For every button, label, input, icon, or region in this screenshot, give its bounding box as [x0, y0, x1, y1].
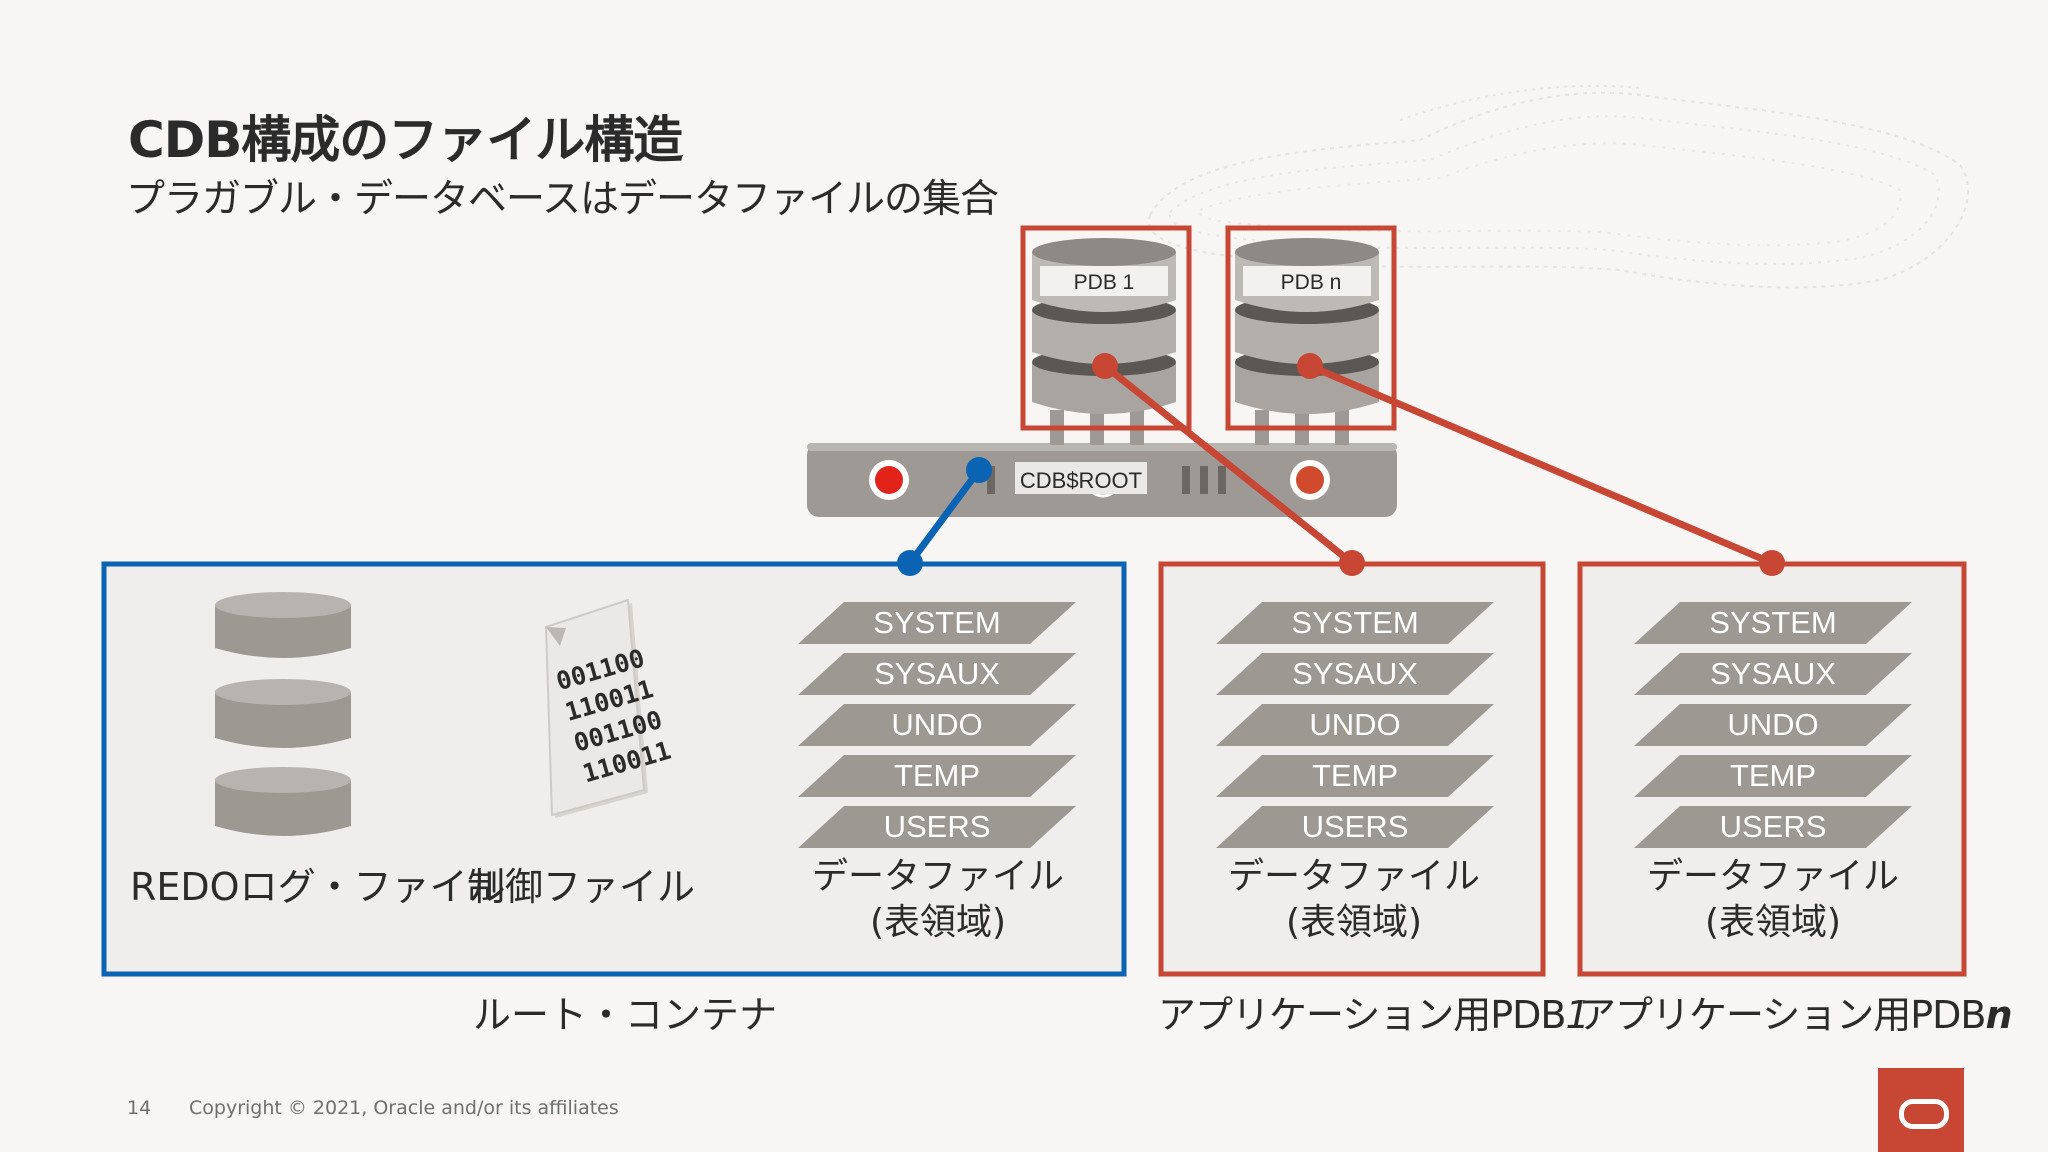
pdbn-datafile-caption-line1: データファイル [1646, 856, 1899, 897]
cdb-root-label: CDB$ROOT [1020, 468, 1142, 493]
app-pdbn-caption-text: アプリケーション用PDB [1578, 993, 1986, 1037]
pdb1-tablespace-temp: TEMP [1312, 758, 1398, 793]
pdbn-tablespace-system: SYSTEM [1709, 605, 1836, 640]
pdbn-tablespace-sysaux: SYSAUX [1710, 656, 1836, 691]
app-pdbn-caption: アプリケーション用PDBn [1578, 984, 2013, 1039]
pdb1-connector-line [1102, 363, 1355, 566]
redo-log-icon [215, 592, 351, 836]
root-tablespace-band [798, 602, 1076, 644]
pdbn-tablespace-band [1634, 704, 1912, 746]
pdbn-tablespace-temp: TEMP [1730, 758, 1816, 793]
page-number: 14 [127, 1097, 152, 1119]
root-status-light-left [875, 466, 903, 494]
pdb1-tablespace-stack: SYSTEM SYSAUX UNDO TEMP USERS [1216, 602, 1494, 848]
pdb1-database-icon [1032, 238, 1176, 445]
root-container-caption: ルート・コンテナ [472, 993, 777, 1037]
oracle-logo-icon [1899, 1099, 1949, 1129]
pdb1-tablespace-sysaux: SYSAUX [1292, 656, 1418, 691]
root-connector-end [897, 550, 923, 576]
pdbn-datafile-caption-line2: (表領域) [1704, 902, 1842, 943]
control-file-caption: 制御ファイル [466, 865, 695, 909]
app-pdb1-caption-text: アプリケーション用PDB [1158, 993, 1566, 1037]
pdb1-tablespace-band [1216, 602, 1494, 644]
page-title: CDB構成のファイル構造 [128, 111, 683, 169]
pdbn-tablespace-band [1634, 755, 1912, 797]
root-datafile-caption-line2: (表領域) [869, 902, 1007, 943]
pdb1-connector-end [1339, 550, 1365, 576]
app-pdb1-caption: アプリケーション用PDB1 [1158, 984, 1590, 1039]
pdb1-datafile-caption-line2: (表領域) [1285, 902, 1423, 943]
pdbn-datafile-caption: データファイル (表領域) [1633, 854, 1913, 946]
pdb1-tablespace-band [1216, 755, 1494, 797]
pdb1-tablespace-band [1216, 806, 1494, 848]
pdbn-tablespace-band [1634, 806, 1912, 848]
root-connector-line [907, 467, 982, 566]
app-pdbn-caption-suffix: n [1985, 993, 2013, 1037]
oracle-logo [1878, 1068, 1964, 1152]
root-tablespace-undo: UNDO [891, 707, 982, 742]
pdbn-connector-line [1308, 362, 1774, 567]
pdb1-connector-start [1092, 353, 1118, 379]
pdb1-tablespace-system: SYSTEM [1291, 605, 1418, 640]
root-status-light-right [1296, 466, 1324, 494]
pdb1-datafile-caption: データファイル (表領域) [1214, 854, 1494, 946]
root-datafile-caption-line1: データファイル [811, 856, 1064, 897]
root-tablespace-band [798, 806, 1076, 848]
root-tablespace-band [798, 755, 1076, 797]
redo-log-caption: REDOログ・ファイル [130, 865, 506, 909]
pdb1-datafile-caption-line1: データファイル [1227, 856, 1480, 897]
root-tablespace-band [798, 704, 1076, 746]
pdbn-tablespace-users: USERS [1720, 809, 1827, 844]
pdb1-tablespace-band [1216, 704, 1494, 746]
copyright-text: Copyright © 2021, Oracle and/or its affi… [189, 1097, 619, 1119]
pdb1-tablespace-band [1216, 653, 1494, 695]
pdbn-tablespace-band [1634, 653, 1912, 695]
root-tablespace-users: USERS [884, 809, 991, 844]
pdbn-tablespace-band [1634, 602, 1912, 644]
pdbn-database-icon [1235, 238, 1379, 445]
root-tablespace-temp: TEMP [894, 758, 980, 793]
pdb1-label: PDB 1 [1074, 271, 1135, 294]
pdbn-tablespace-undo: UNDO [1727, 707, 1818, 742]
pdbn-frame [1225, 225, 1397, 431]
root-connector-start [966, 457, 992, 483]
pdb1-frame [1020, 225, 1192, 431]
page-subtitle: プラガブル・データベースはデータファイルの集合 [126, 177, 999, 222]
root-tablespace-stack: SYSTEM SYSAUX UNDO TEMP USERS [798, 602, 1076, 848]
root-tablespace-sysaux: SYSAUX [874, 656, 1000, 691]
root-tablespace-system: SYSTEM [873, 605, 1000, 640]
app-pdb1-caption-suffix: 1 [1565, 993, 1590, 1037]
pdb1-tablespace-undo: UNDO [1309, 707, 1400, 742]
pdbn-connector-end [1759, 550, 1785, 576]
pdbn-label: PDB n [1281, 271, 1342, 294]
root-datafile-caption: データファイル (表領域) [800, 854, 1076, 946]
pdbn-tablespace-stack: SYSTEM SYSAUX UNDO TEMP USERS [1634, 602, 1912, 848]
pdb1-tablespace-users: USERS [1302, 809, 1409, 844]
root-tablespace-band [798, 653, 1076, 695]
pdbn-connector-start [1297, 353, 1323, 379]
